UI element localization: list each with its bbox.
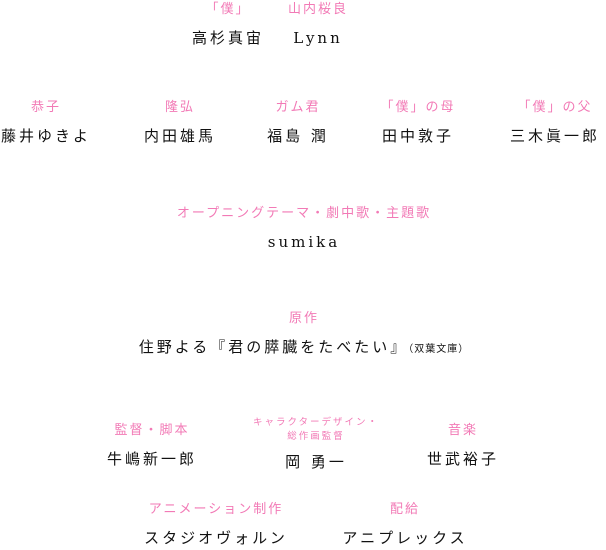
- credit-kyoko: 恭子 藤井ゆきよ: [1, 100, 91, 146]
- role-label: 隆弘: [164, 100, 196, 115]
- credit-director: 監督・脚本 牛嶋新一郎: [107, 423, 197, 469]
- publisher: （双葉文庫）: [408, 344, 470, 355]
- cast-name: 内田雄馬: [143, 127, 217, 145]
- role-label: ガム君: [275, 100, 321, 115]
- original-work: 住野よる『君の膵臓をたべたい』: [138, 338, 409, 356]
- role-label: 監督・脚本: [114, 423, 190, 438]
- cast-name: 三木眞一郎: [509, 127, 601, 145]
- staff-name: 牛嶋新一郎: [106, 450, 198, 468]
- credit-music: 音楽 世武裕子: [427, 423, 499, 469]
- credit-distribution: 配給 アニプレックス: [342, 502, 467, 548]
- company-name: スタジオヴォルン: [144, 529, 288, 547]
- cast-name: 福島 潤: [267, 127, 329, 145]
- staff-name: 世武裕子: [426, 450, 500, 468]
- role-label: 山内桜良: [287, 2, 349, 17]
- role-label: 「僕」: [205, 2, 251, 17]
- cast-name: Lynn: [293, 29, 343, 47]
- role-label: 原作: [288, 311, 319, 326]
- credit-boku-father: 「僕」の父 三木眞一郎: [510, 100, 600, 146]
- credit-character-design: キャラクターデザイン・ 総作画監督 岡 勇一: [253, 416, 379, 472]
- cast-name: 高杉真宙: [191, 29, 265, 47]
- role-label: 恭子: [30, 100, 62, 115]
- staff-name: 岡 勇一: [285, 453, 347, 471]
- cast-name: 藤井ゆきよ: [0, 127, 92, 145]
- role-label-line1: キャラクターデザイン・: [252, 417, 380, 428]
- cast-name: 田中敦子: [381, 127, 455, 145]
- role-label: オープニングテーマ・劇中歌・主題歌: [176, 206, 432, 221]
- credit-original: 原作 住野よる『君の膵臓をたべたい』（双葉文庫）: [139, 311, 470, 360]
- role-label: 「僕」の父: [517, 100, 593, 115]
- company-name: アニプレックス: [342, 529, 468, 547]
- role-label: 配給: [389, 502, 421, 517]
- credit-boku-mother: 「僕」の母 田中敦子: [380, 100, 455, 146]
- artist-name: sumika: [267, 233, 341, 251]
- role-label: 「僕」の母: [380, 100, 456, 115]
- credit-gum-kun: ガム君 福島 潤: [267, 100, 329, 146]
- role-label-line2: 総作画監督: [287, 431, 345, 442]
- credit-sakura: 山内桜良 Lynn: [288, 2, 348, 48]
- credit-boku: 「僕」 高杉真宙: [192, 2, 264, 48]
- role-label: 音楽: [447, 423, 479, 438]
- credit-theme-song: オープニングテーマ・劇中歌・主題歌 sumika: [177, 206, 431, 252]
- credit-takahiro: 隆弘 内田雄馬: [144, 100, 216, 146]
- role-label: アニメーション制作: [148, 502, 284, 517]
- credit-animation-studio: アニメーション制作 スタジオヴォルン: [144, 502, 288, 548]
